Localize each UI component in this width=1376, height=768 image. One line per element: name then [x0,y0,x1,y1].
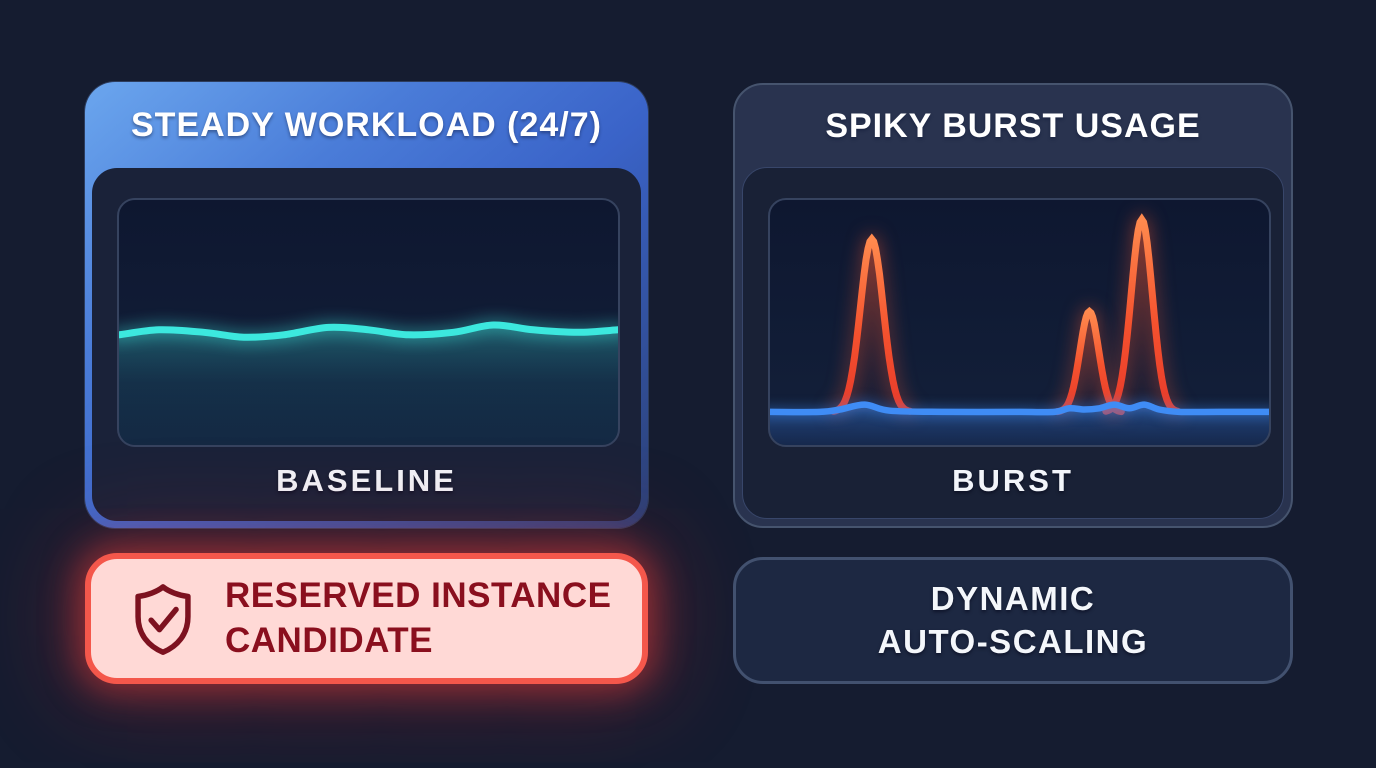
auto-scaling-label-line2: AUTO-SCALING [877,622,1149,660]
burst-usage-chart [768,198,1271,447]
reserved-instance-badge: RESERVED INSTANCE CANDIDATE [85,553,648,684]
reserved-instance-label-line2: CANDIDATE [225,620,434,660]
shield-check-icon [135,583,191,655]
steady-workload-card: STEADY WORKLOAD (24/7) BASELINE [85,82,648,528]
spiky-burst-title: SPIKY BURST USAGE [825,106,1201,145]
baseline-caption: BASELINE [276,463,457,498]
steady-workload-body: BASELINE [92,168,641,521]
burst-usage-sparkline [770,213,1269,445]
spiky-burst-body: BURST [742,167,1284,519]
spiky-burst-card: SPIKY BURST USAGE BURST [733,83,1293,528]
steady-usage-sparkline [119,321,618,445]
reserved-instance-label-line1: RESERVED INSTANCE [225,576,612,616]
dynamic-auto-scaling-badge: DYNAMIC AUTO-SCALING [733,557,1293,684]
reserved-instance-label: RESERVED INSTANCE CANDIDATE [225,574,611,662]
auto-scaling-label-line1: DYNAMIC [930,580,1096,618]
steady-usage-chart [117,198,620,447]
burst-caption: BURST [952,463,1074,498]
steady-workload-title: STEADY WORKLOAD (24/7) [131,105,602,144]
